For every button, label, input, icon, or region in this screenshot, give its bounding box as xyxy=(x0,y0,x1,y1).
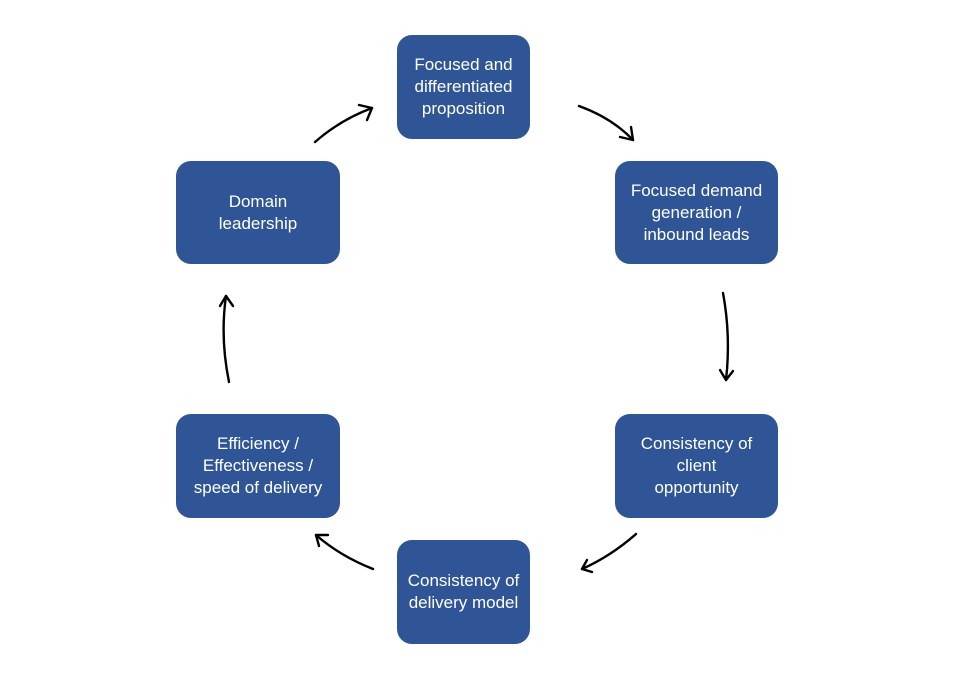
node-focused-proposition: Focused and differentiated proposition xyxy=(397,35,530,139)
node-client-opportunity: Consistency of client opportunity xyxy=(615,414,778,518)
node-domain-leadership-label: Domain leadership xyxy=(218,191,298,233)
arrow-leadership-to-proposition xyxy=(313,103,374,144)
node-efficiency: Efficiency / Effectiveness / speed of de… xyxy=(176,414,340,518)
arrow-efficiency-to-leadership xyxy=(218,294,235,384)
node-delivery-model: Consistency of delivery model xyxy=(397,540,530,644)
node-focused-proposition-label: Focused and differentiated proposition xyxy=(414,55,513,118)
arrow-proposition-to-demand xyxy=(577,104,635,142)
node-efficiency-label: Efficiency / Effectiveness / speed of de… xyxy=(193,434,323,497)
arrow-opportunity-to-delivery xyxy=(580,532,638,574)
node-delivery-model-label: Consistency of delivery model xyxy=(407,571,520,612)
arrow-demand-to-opportunity xyxy=(718,291,735,382)
node-domain-leadership: Domain leadership xyxy=(176,161,340,264)
arrow-delivery-to-efficiency xyxy=(314,533,375,571)
node-demand-generation: Focused demand generation / inbound lead… xyxy=(615,161,778,264)
node-client-opportunity-label: Consistency of client opportunity xyxy=(640,434,753,497)
node-demand-generation-label: Focused demand generation / inbound lead… xyxy=(630,180,763,244)
